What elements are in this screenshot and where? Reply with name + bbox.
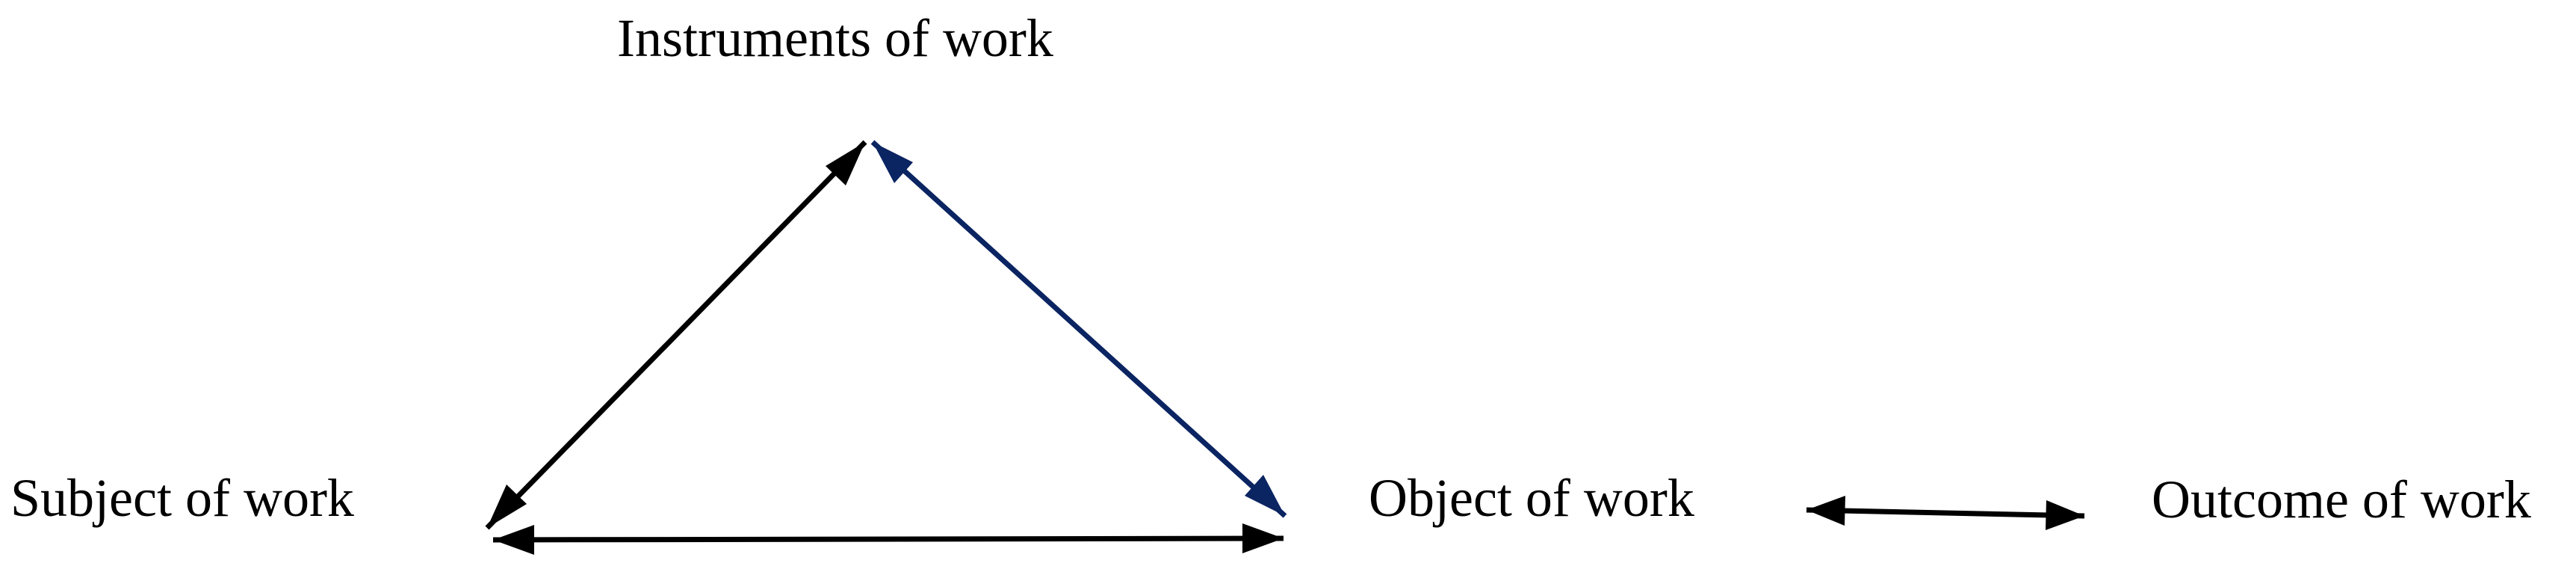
arrow-subject-object (492, 523, 1284, 555)
arrow-instruments-object (870, 140, 1287, 518)
node-instruments-of-work: Instruments of work (617, 8, 1053, 68)
node-subject-of-work: Subject of work (10, 468, 354, 528)
node-object-of-work: Object of work (1369, 468, 1694, 528)
arrow-object-outcome (1806, 496, 2085, 530)
node-outcome-of-work: Outcome of work (2152, 470, 2531, 529)
arrow-subject-instruments (485, 140, 867, 530)
